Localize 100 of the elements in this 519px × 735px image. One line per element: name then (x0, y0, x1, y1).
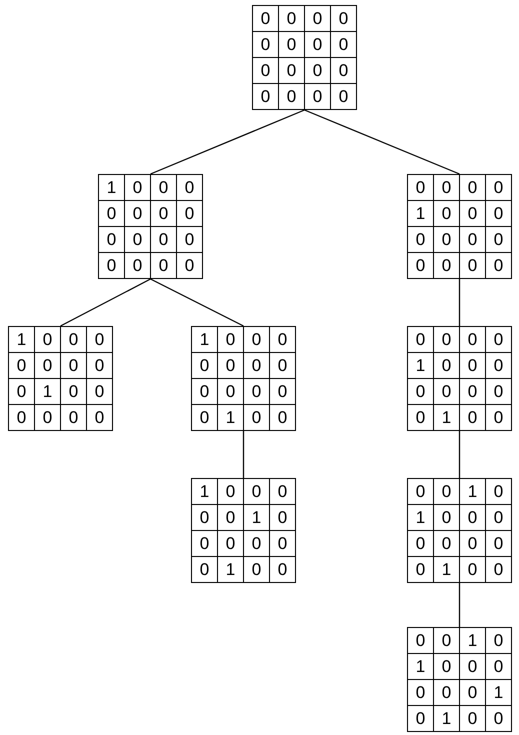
matrix-cell: 1 (434, 706, 460, 732)
matrix-cell: 1 (99, 175, 125, 201)
matrix-cell: 0 (270, 327, 296, 353)
matrix-cell: 0 (218, 379, 244, 405)
tree-edge (60, 278, 151, 327)
matrix-cell: 0 (99, 201, 125, 227)
matrix-cell: 0 (460, 201, 486, 227)
matrix-cell: 1 (408, 353, 434, 379)
matrix-cell: 0 (408, 405, 434, 431)
matrix-cell: 0 (408, 227, 434, 253)
matrix-cell: 0 (434, 175, 460, 201)
matrix-cell: 0 (61, 353, 87, 379)
matrix-cell: 0 (87, 327, 113, 353)
matrix-cell: 0 (9, 379, 35, 405)
matrix-cell: 0 (434, 227, 460, 253)
matrix-cell: 0 (244, 353, 270, 379)
matrix-cell: 0 (460, 227, 486, 253)
matrix-cell: 0 (486, 327, 512, 353)
matrix-cell: 0 (434, 505, 460, 531)
matrix-cell: 0 (460, 706, 486, 732)
matrix-cell: 0 (244, 479, 270, 505)
matrix-cell: 0 (434, 628, 460, 654)
matrix-cell: 0 (9, 405, 35, 431)
matrix-cell: 0 (331, 32, 357, 58)
matrix-cell: 0 (460, 654, 486, 680)
matrix-cell: 0 (434, 353, 460, 379)
matrix-cell: 0 (434, 479, 460, 505)
matrix-cell: 0 (331, 58, 357, 84)
matrix-cell: 0 (408, 253, 434, 279)
matrix-cell: 1 (218, 405, 244, 431)
matrix-cell: 0 (486, 654, 512, 680)
matrix-cell: 0 (61, 327, 87, 353)
matrix-cell: 0 (9, 353, 35, 379)
matrix-cell: 0 (460, 531, 486, 557)
matrix-cell: 0 (99, 227, 125, 253)
matrix-cell: 0 (244, 379, 270, 405)
matrix-cell: 0 (192, 379, 218, 405)
matrix-cell: 0 (270, 353, 296, 379)
matrix-cell: 0 (151, 253, 177, 279)
matrix-grid (407, 326, 512, 431)
matrix-cell: 0 (305, 58, 331, 84)
matrix-cell: 0 (460, 175, 486, 201)
matrix-cell: 0 (151, 175, 177, 201)
matrix-cell: 0 (279, 32, 305, 58)
matrix-cell: 0 (61, 379, 87, 405)
matrix-cell: 1 (486, 680, 512, 706)
matrix-cell: 0 (218, 505, 244, 531)
matrix-grid (407, 627, 512, 732)
matrix-cell: 0 (305, 84, 331, 110)
matrix-cell: 0 (460, 557, 486, 583)
matrix-cell: 0 (253, 58, 279, 84)
matrix-cell: 1 (35, 379, 61, 405)
matrix-cell: 0 (270, 479, 296, 505)
matrix-cell: 0 (460, 353, 486, 379)
matrix-grid (191, 478, 296, 583)
matrix-cell: 1 (408, 654, 434, 680)
matrix-cell: 0 (177, 175, 203, 201)
matrix-cell: 0 (486, 253, 512, 279)
matrix-cell: 0 (434, 327, 460, 353)
matrix-cell: 0 (270, 557, 296, 583)
matrix-cell: 0 (486, 353, 512, 379)
matrix-grid (252, 5, 357, 110)
matrix-cell: 0 (270, 379, 296, 405)
matrix-cell: 0 (125, 201, 151, 227)
matrix-cell: 0 (305, 6, 331, 32)
matrix-cell: 0 (244, 405, 270, 431)
matrix-cell: 0 (177, 227, 203, 253)
matrix-cell: 0 (434, 379, 460, 405)
matrix-cell: 0 (218, 327, 244, 353)
matrix-cell: 0 (177, 201, 203, 227)
matrix-cell: 0 (244, 531, 270, 557)
tree-edge (150, 109, 305, 175)
matrix-cell: 0 (486, 379, 512, 405)
matrix-cell: 0 (408, 327, 434, 353)
tree-edge (458, 431, 460, 478)
matrix-cell: 0 (408, 706, 434, 732)
matrix-cell: 0 (460, 253, 486, 279)
matrix-cell: 0 (460, 379, 486, 405)
matrix-cell: 0 (408, 628, 434, 654)
matrix-cell: 0 (61, 405, 87, 431)
matrix-cell: 0 (434, 654, 460, 680)
matrix-cell: 0 (434, 680, 460, 706)
matrix-cell: 0 (408, 379, 434, 405)
matrix-cell: 0 (460, 405, 486, 431)
matrix-cell: 0 (218, 353, 244, 379)
matrix-cell: 1 (9, 327, 35, 353)
matrix-cell: 0 (87, 405, 113, 431)
matrix-cell: 0 (331, 84, 357, 110)
matrix-cell: 0 (35, 353, 61, 379)
matrix-cell: 1 (434, 557, 460, 583)
matrix-cell: 0 (151, 201, 177, 227)
matrix-cell: 0 (218, 531, 244, 557)
matrix-cell: 0 (486, 557, 512, 583)
matrix-cell: 0 (253, 84, 279, 110)
matrix-cell: 1 (408, 505, 434, 531)
matrix-cell: 0 (87, 379, 113, 405)
matrix-cell: 0 (279, 58, 305, 84)
matrix-cell: 1 (192, 479, 218, 505)
matrix-cell: 0 (125, 175, 151, 201)
matrix-cell: 1 (244, 505, 270, 531)
